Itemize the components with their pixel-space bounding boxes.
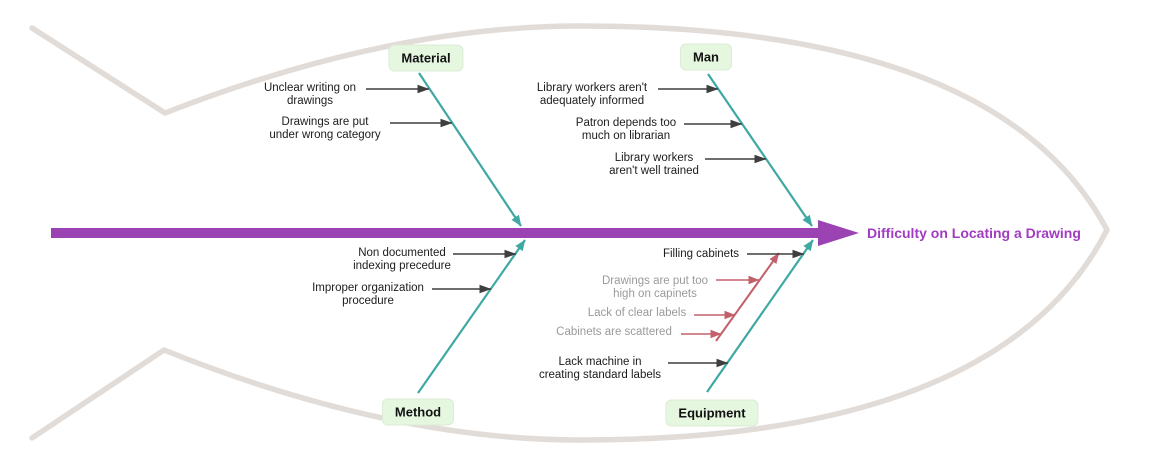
cause-text-not-informed: Library workers aren't adequately inform… — [536, 82, 648, 107]
sub-cause-text-drawings-too-high: Drawings are put too high on capinets — [601, 275, 709, 300]
fish-outline — [29, 23, 1110, 443]
effect-label: Difficulty on Locating a Drawing — [867, 225, 1081, 241]
cause-text-improper-organization: Improper organization procedure — [312, 282, 424, 307]
sub-bone-filling-cabinets — [715, 252, 780, 342]
category-label-method: Method — [381, 398, 455, 426]
cause-text-filling-cabinets: Filling cabinets — [662, 248, 740, 260]
cause-text-patron-depends: Patron depends too much on librarian — [575, 117, 677, 142]
bone-method — [417, 239, 526, 394]
cause-text-wrong-category: Drawings are put under wrong category — [269, 116, 381, 141]
spine-arrow — [51, 220, 859, 246]
cause-text-not-trained: Library workers aren't well trained — [609, 152, 699, 177]
cause-text-unclear-writing: Unclear writing on drawings — [263, 82, 357, 107]
sub-cause-text-lack-of-clear-labels: Lack of clear labels — [587, 307, 687, 319]
sub-cause-text-cabinets-scattered: Cabinets are scattered — [556, 326, 672, 338]
bone-material — [418, 72, 522, 227]
category-label-man: Man — [680, 43, 732, 71]
cause-text-lack-machine: Lack machine in creating standard labels — [538, 356, 662, 381]
bone-man — [707, 73, 813, 227]
bone-equipment — [706, 239, 814, 393]
category-label-equipment: Equipment — [665, 399, 759, 427]
cause-text-non-documented: Non documented indexing precedure — [353, 247, 451, 272]
category-label-material: Material — [388, 44, 464, 72]
